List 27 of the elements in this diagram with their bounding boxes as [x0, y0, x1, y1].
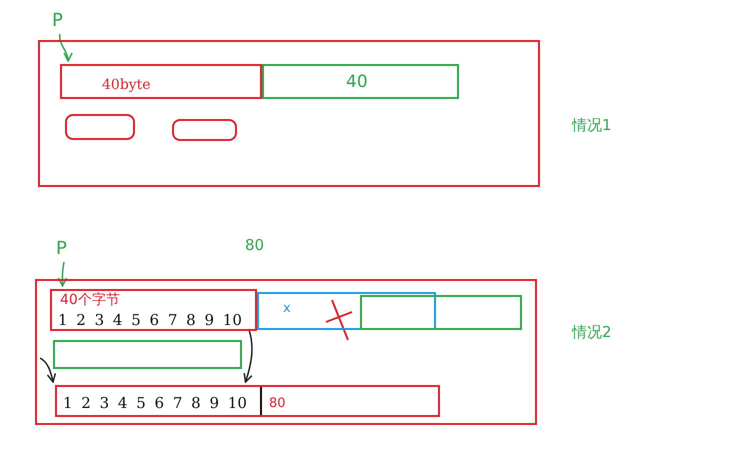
- size-note: 80: [245, 238, 264, 253]
- arrow: [58, 262, 68, 287]
- size-text: 40个字节: [60, 293, 120, 307]
- memory-block: [360, 295, 522, 330]
- memory-block: [172, 119, 237, 141]
- arrow: [59, 34, 72, 62]
- memory-block: [257, 292, 436, 330]
- memory-region: [35, 279, 537, 425]
- arrow: [243, 328, 253, 383]
- pointer-name: P: [56, 240, 67, 258]
- memory-block: [53, 340, 242, 369]
- memory-block: [65, 114, 135, 140]
- memory-block: [262, 64, 459, 99]
- byte-numbers: 1 2 3 4 5 6 7 8 9 10: [63, 396, 247, 411]
- memory-block: [60, 64, 262, 99]
- mark-text: x: [283, 302, 291, 315]
- case-label: 情况1: [572, 118, 612, 133]
- memory-block: [55, 385, 440, 417]
- memory-region: [38, 40, 540, 187]
- byte-numbers: 1 2 3 4 5 6 7 8 9 10: [58, 313, 242, 328]
- arrow: [40, 357, 56, 383]
- pointer-name: P: [52, 12, 63, 30]
- size-text: 40: [346, 74, 368, 91]
- case-label: 情况2: [572, 325, 612, 340]
- size-text: 40byte: [102, 78, 151, 92]
- size-text: 80: [269, 397, 286, 410]
- memory-block: [50, 289, 257, 331]
